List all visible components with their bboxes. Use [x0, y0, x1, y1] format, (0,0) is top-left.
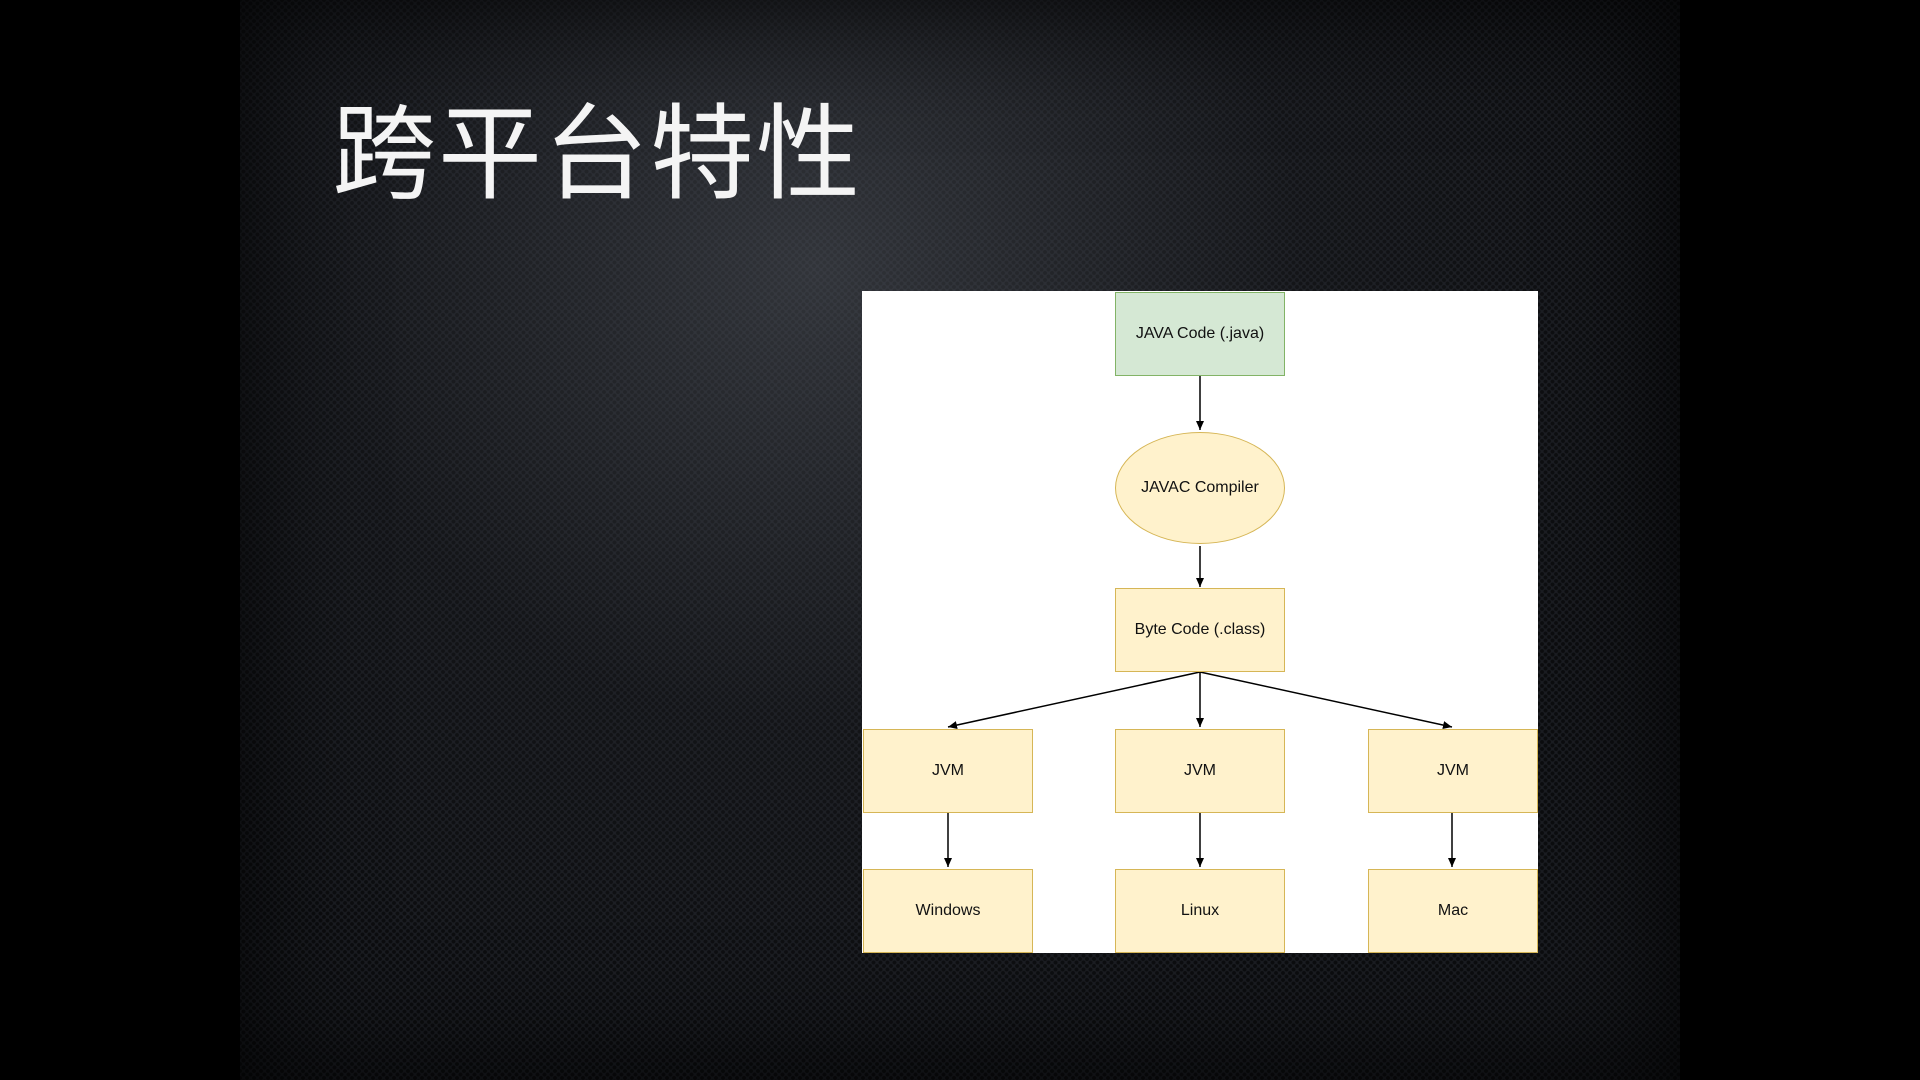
diagram-canvas: JAVA Code (.java) JAVAC Compiler Byte Co… [862, 291, 1538, 953]
mac-node: Mac [1368, 869, 1538, 953]
diagram-edges [944, 376, 1456, 867]
javac-compiler-label: JAVAC Compiler [1141, 479, 1259, 496]
edge-bytecode-to-jvm-left [947, 671, 1201, 729]
linux-node: Linux [1115, 869, 1285, 953]
mac-label: Mac [1437, 902, 1469, 919]
jvm-node-linux: JVM [1115, 729, 1285, 813]
byte-code-node: Byte Code (.class) [1115, 588, 1285, 672]
jvm-node-windows: JVM [863, 729, 1033, 813]
edge-bytecode-to-jvm-right [1199, 671, 1453, 729]
java-code-node: JAVA Code (.java) [1115, 292, 1285, 376]
slide: 跨平台特性 JAVA Code (.java) [240, 0, 1680, 1080]
windows-label: Windows [915, 902, 981, 919]
javac-compiler-node: JAVAC Compiler [1115, 432, 1285, 544]
slide-title: 跨平台特性 [332, 93, 863, 215]
jvm-label: JVM [1437, 762, 1469, 779]
linux-label: Linux [1180, 902, 1220, 919]
byte-code-label: Byte Code (.class) [1134, 621, 1266, 638]
java-code-label: JAVA Code (.java) [1135, 325, 1265, 342]
jvm-label: JVM [1184, 762, 1216, 779]
jvm-label: JVM [932, 762, 964, 779]
windows-node: Windows [863, 869, 1033, 953]
jvm-node-mac: JVM [1368, 729, 1538, 813]
